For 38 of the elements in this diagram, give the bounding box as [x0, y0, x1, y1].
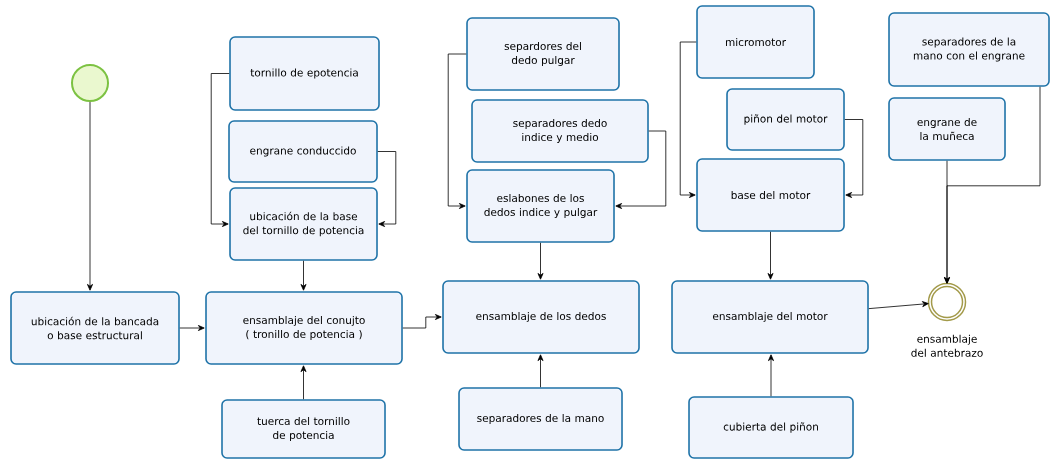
arrow: [768, 354, 774, 397]
arrow: [402, 314, 442, 329]
event-label: ensamblaje del antebrazo: [911, 334, 983, 357]
process-box: tornillo de epotencia: [229, 36, 380, 111]
process-box: ubicación de la bancada o base estructural: [10, 291, 180, 365]
process-box: ubicación de la base del tornillo de potencia: [229, 187, 378, 261]
start-event-circle: [71, 64, 109, 102]
arrow: [844, 119, 864, 198]
process-box: ensamblaje del conujto ( tronillo de potencia ): [205, 291, 403, 365]
arrow: [537, 242, 544, 280]
process-box: cubierta del piñon: [688, 396, 854, 459]
end-event-circle: [927, 282, 967, 322]
process-box: separdores del dedo pulgar: [466, 17, 620, 91]
process-box: eslabones de los dedos indice y pulgar: [466, 169, 615, 243]
process-box: separadores dedo indice y medio: [471, 99, 649, 163]
arrow: [300, 365, 307, 400]
process-box: base del motor: [696, 158, 845, 232]
arrow: [868, 301, 929, 310]
process-box: piñon del motor: [726, 88, 845, 151]
process-box: separadores de la mano con el engrane: [888, 12, 1050, 87]
process-box: engrane conduccido: [228, 120, 378, 183]
process-box: ensamblaje de los dedos: [442, 280, 640, 354]
arrow: [944, 160, 950, 284]
arrow: [447, 53, 467, 209]
arrow: [87, 101, 93, 291]
process-box: engrane de la muñeca: [888, 97, 1006, 161]
process-box: separadores de la mano: [458, 387, 623, 451]
arrow: [300, 260, 307, 291]
arrow: [377, 151, 397, 227]
arrow: [537, 354, 544, 388]
arrow: [679, 41, 697, 198]
arrow: [210, 73, 230, 227]
arrow: [615, 130, 667, 209]
arrow: [767, 231, 774, 280]
arrow: [179, 325, 205, 331]
process-box: tuerca del tornillo de potencia: [221, 399, 386, 459]
process-box: ensamblaje del motor: [671, 280, 869, 354]
process-box: micromotor: [696, 5, 815, 79]
